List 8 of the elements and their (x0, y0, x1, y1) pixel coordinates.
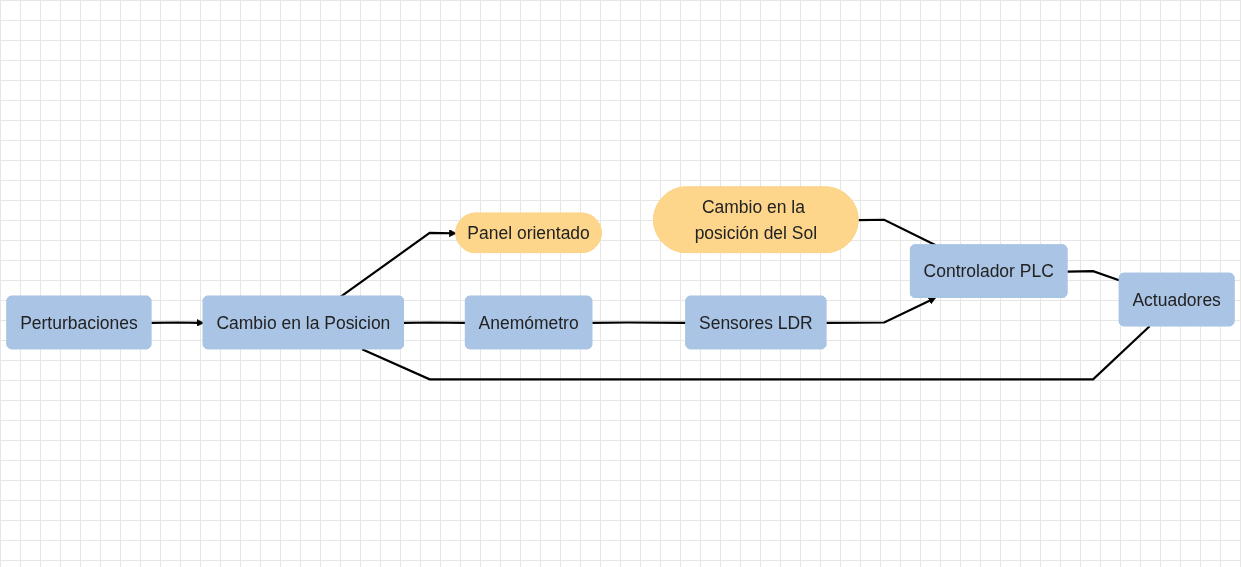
arrow (340, 229, 457, 298)
arrow (151, 319, 205, 327)
connector (1067, 270, 1121, 282)
connector (361, 325, 1151, 381)
arrow (826, 297, 937, 325)
connector (403, 321, 466, 325)
connector (858, 219, 937, 247)
connector (592, 321, 687, 325)
